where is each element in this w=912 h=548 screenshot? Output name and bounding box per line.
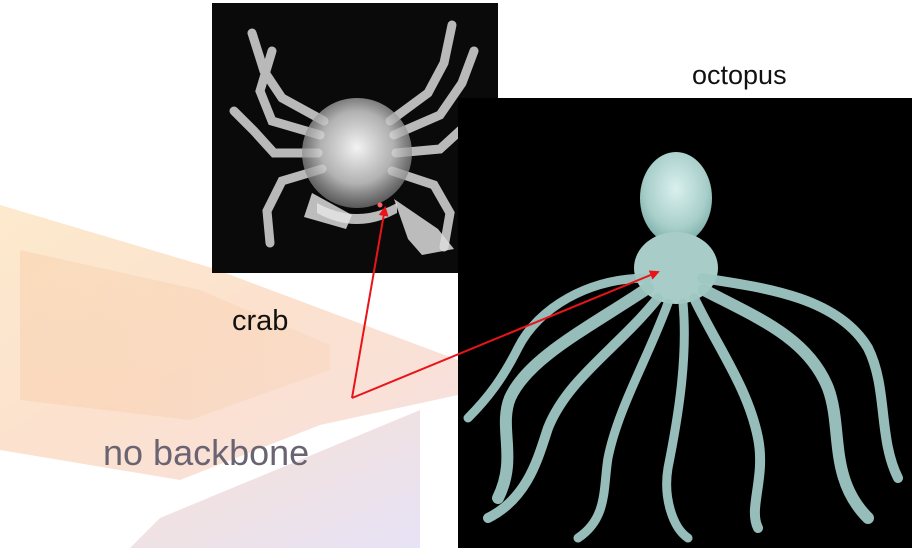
octopus-mantle xyxy=(640,152,712,244)
crab-xray-image xyxy=(212,3,498,273)
crab-label: crab xyxy=(232,305,288,338)
octopus-xray-image xyxy=(458,98,912,548)
category-label: no backbone xyxy=(103,432,309,474)
octopus-label: octopus xyxy=(692,60,787,91)
crab-carapace xyxy=(302,98,412,208)
